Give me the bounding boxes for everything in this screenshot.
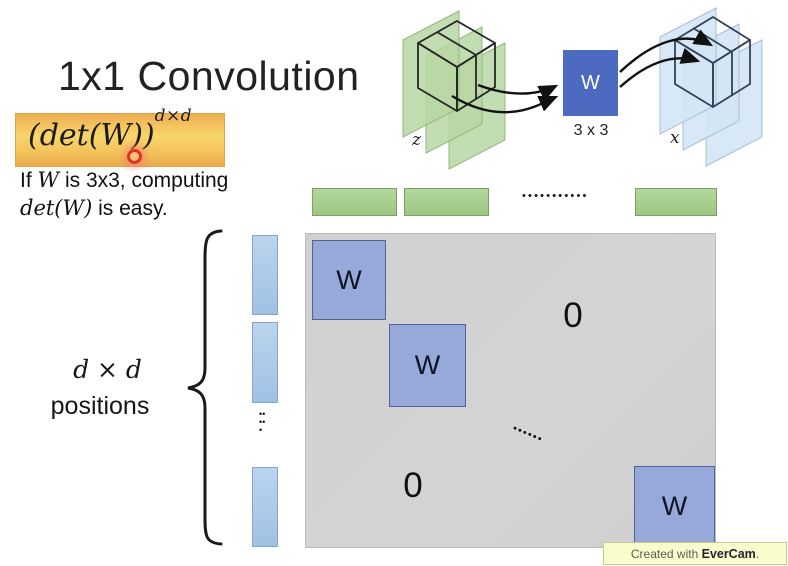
note-line-1: If W is 3x3, computing (20, 168, 228, 193)
row-segment-green-3 (635, 188, 717, 216)
arrows-input-to-kernel (451, 83, 559, 114)
dimension-label-dxd: d × d (73, 355, 142, 384)
column-ellipsis-dots: ••••• (259, 409, 266, 435)
input-feature-maps-green (402, 10, 506, 170)
kernel-size-label: 3 x 3 (573, 122, 609, 139)
input-cube-wireframe (417, 20, 496, 112)
note-text: If (20, 169, 38, 192)
evercam-watermark: Created with EverCam. (603, 542, 787, 565)
kernel-label: W (581, 71, 600, 94)
column-segment-blue-1 (252, 235, 278, 315)
note-math-detw: det(W) (20, 196, 93, 220)
note-text: is easy. (92, 197, 168, 220)
note-line-2: det(W) is easy. (20, 196, 168, 221)
watermark-prefix: Created with (630, 546, 702, 561)
formula-exponent: d×d (154, 106, 193, 126)
output-label-x: x (670, 128, 680, 148)
column-segment-blue-3 (252, 467, 278, 547)
curly-brace (187, 229, 223, 546)
w-block-2: W (389, 324, 466, 407)
dimension-label-positions: positions (50, 392, 150, 420)
w-block-1: W (312, 240, 386, 320)
row-segment-green-2 (404, 188, 489, 216)
zero-upper-right: 0 (563, 296, 583, 335)
zero-lower-left: 0 (403, 466, 423, 505)
output-cube-wireframe (674, 16, 751, 108)
formula-highlight-box (15, 113, 225, 167)
arrows-kernel-to-output (619, 29, 714, 88)
input-label-z: z (412, 130, 421, 150)
slide-title: 1x1 Convolution (58, 53, 360, 99)
column-segment-blue-2 (252, 322, 278, 403)
row-segment-green-1 (312, 188, 397, 216)
kernel-square: W (563, 50, 618, 116)
row-ellipsis-dots: ••••••••••• (522, 190, 589, 202)
determinant-formula: (det(W))d×d (28, 106, 192, 153)
watermark-suffix: . (755, 546, 760, 561)
formula-main: (det(W)) (28, 118, 155, 153)
w-block-3: W (634, 466, 715, 547)
note-math-w: W (37, 168, 60, 192)
laser-pointer-dot (127, 149, 142, 164)
note-text: is 3x3, computing (59, 169, 229, 192)
watermark-brand: EverCam (701, 546, 756, 561)
